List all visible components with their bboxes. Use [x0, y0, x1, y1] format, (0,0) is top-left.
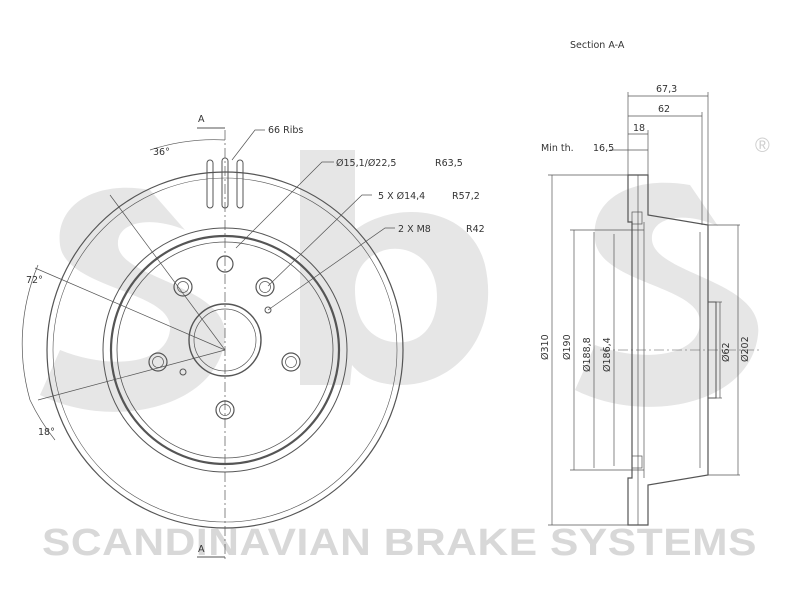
front-view: A A 36° 72° 18° 66 Ribs Ø15,1/Ø22,5 R63,…: [21, 114, 485, 560]
section-marker-top: A: [198, 114, 205, 125]
watermark-brand-text: SCANDINAVIAN BRAKE SYSTEMS: [42, 522, 757, 564]
vent-slot-bottom: [631, 455, 643, 469]
angle-label-72: 72°: [26, 275, 43, 286]
threaded-hole: [179, 368, 187, 376]
leader-bolt-holes: [267, 194, 372, 287]
bolt-hole: [255, 277, 275, 297]
dim-diameter-62: Ø62: [721, 342, 732, 362]
leader-ribs: [231, 129, 265, 161]
dim-diameter-202: Ø202: [740, 336, 751, 362]
callout-center-bore-radius: R63,5: [435, 158, 463, 169]
angle-ref-line: [34, 267, 226, 351]
leader-center-bore: [235, 161, 334, 249]
dim-min-thickness: 16,5: [593, 143, 614, 154]
angle-arc-top: [149, 139, 226, 151]
dim-hat-height: 62: [658, 104, 670, 115]
section-marker-bottom: A: [198, 544, 205, 555]
bolt-hole-inner: [285, 356, 297, 368]
angle-ref-line: [109, 194, 226, 351]
dim-thickness: 18: [633, 123, 645, 134]
leader-threaded-holes: [267, 227, 395, 311]
dim-overall-height: 67,3: [656, 84, 677, 95]
callout-bolt-holes: 5 X Ø14,4: [378, 191, 425, 202]
dim-diameter-310: Ø310: [540, 334, 551, 360]
watermark-logo: [40, 150, 759, 412]
dim-diameter-188-8: Ø188,8: [582, 337, 593, 372]
angle-label-36: 36°: [153, 147, 170, 158]
callout-threaded-holes: 2 X M8: [398, 224, 431, 235]
dim-min-thickness-label: Min th.: [541, 143, 574, 154]
bolt-hole: [148, 352, 168, 372]
bolt-hole: [173, 277, 193, 297]
angle-arc-left: [21, 264, 39, 401]
bolt-hole-inner: [259, 281, 271, 293]
registered-mark: ®: [755, 135, 770, 157]
threaded-hole: [264, 306, 272, 314]
bolt-hole: [281, 352, 301, 372]
callout-bolt-holes-radius: R57,2: [452, 191, 480, 202]
vent-slot-top: [631, 211, 643, 225]
bolt-hole-inner: [177, 281, 189, 293]
callout-center-bore: Ø15,1/Ø22,5: [336, 158, 396, 169]
callout-threaded-holes-radius: R42: [466, 224, 485, 235]
angle-label-18: 18°: [38, 427, 55, 438]
angle-ref-line: [37, 349, 226, 401]
callout-ribs: 66 Ribs: [268, 125, 303, 136]
section-title: Section A-A: [570, 40, 625, 51]
dim-diameter-190: Ø190: [562, 334, 573, 360]
cooling-ribs: [206, 157, 244, 209]
bolt-hole-inner: [152, 356, 164, 368]
section-view: Section A-A 67,3 62 18 Min th. 16,5: [540, 40, 760, 526]
dim-diameter-186-4: Ø186,4: [602, 337, 613, 372]
angle-arc-bottom: [29, 399, 56, 441]
center-bore: [188, 303, 262, 377]
